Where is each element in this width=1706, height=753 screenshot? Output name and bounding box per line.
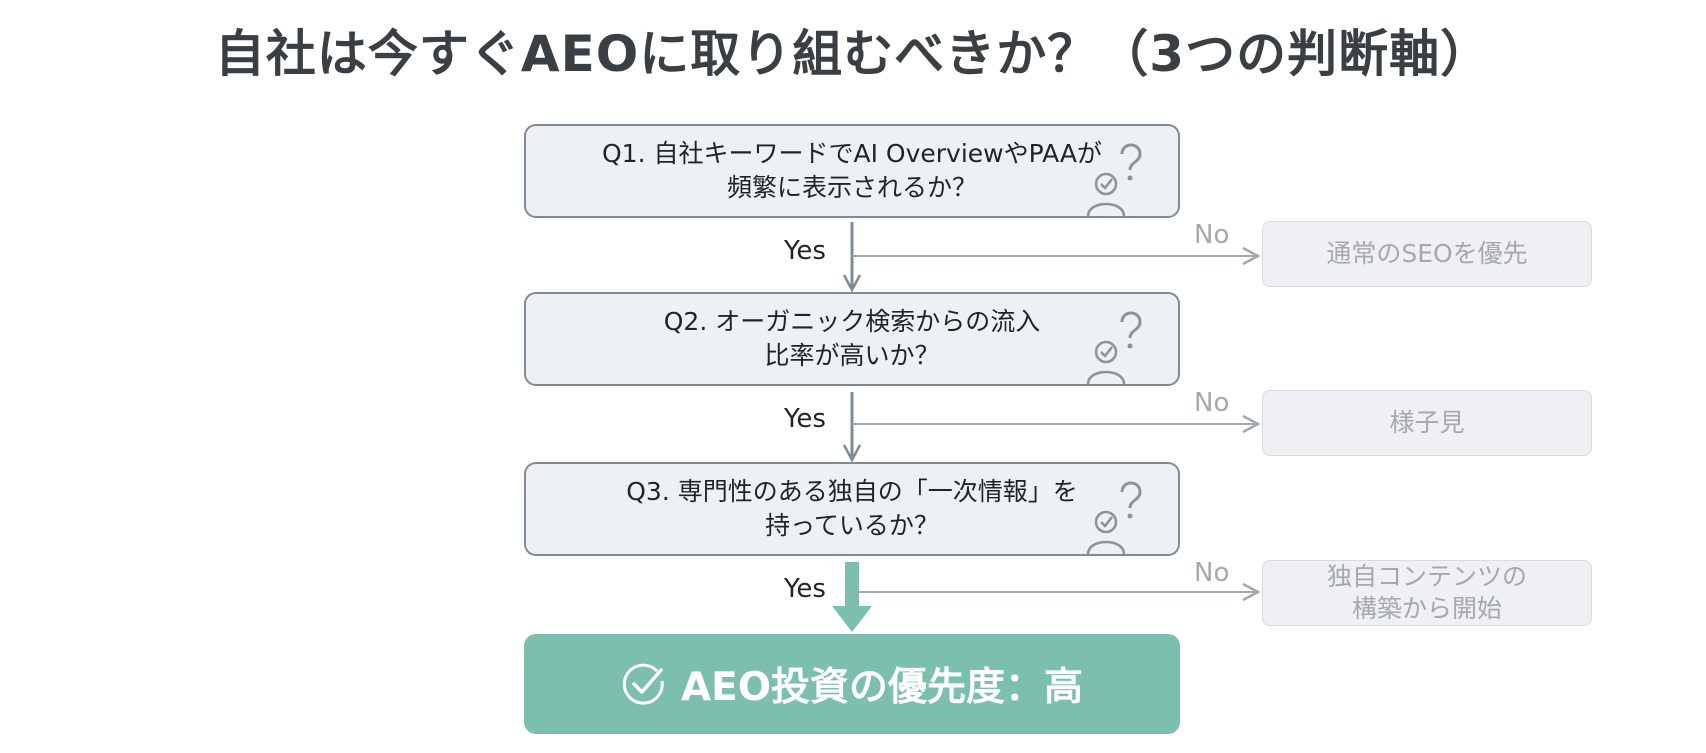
outcome-2-text: 様子見 (1389, 408, 1465, 437)
question-3-line2: 持っているか？ (765, 511, 939, 540)
question-box-q3: Q3. 専門性のある独自の「一次情報」を 持っているか？ (524, 462, 1180, 556)
outcome-box-2: 様子見 (1262, 390, 1592, 456)
check-question-person-icon (1086, 481, 1142, 554)
question-3-line1: Q3. 専門性のある独自の「一次情報」を (626, 477, 1078, 506)
no-label-2: No (1194, 388, 1230, 418)
final-result-text: AEO投資の優先度：高 (681, 665, 1083, 710)
no-label-1: No (1194, 220, 1230, 250)
question-box-q2: Q2. オーガニック検索からの流入 比率が高いか？ (524, 292, 1180, 386)
check-circle-icon (622, 663, 664, 705)
yes-label-1: Yes (784, 236, 826, 266)
outcome-box-3: 独自コンテンツの 構築から開始 (1262, 560, 1592, 626)
question-2-line2: 比率が高いか？ (764, 341, 940, 370)
question-box-q1: Q1. 自社キーワードでAI OverviewやPAAが 頻繁に表示されるか？ (524, 124, 1180, 218)
yes-label-2: Yes (784, 404, 826, 434)
question-2-line1: Q2. オーガニック検索からの流入 (663, 307, 1041, 336)
no-label-3: No (1194, 558, 1230, 588)
outcome-3-line1: 独自コンテンツの (1326, 562, 1527, 591)
arrow-q3-to-final-head (832, 606, 872, 632)
yes-label-3: Yes (784, 574, 826, 604)
question-1-line1: Q1. 自社キーワードでAI OverviewやPAAが (602, 139, 1102, 168)
outcome-box-1: 通常のSEOを優先 (1262, 221, 1592, 287)
check-question-person-icon (1086, 311, 1142, 384)
check-question-person-icon (1086, 143, 1142, 216)
arrow-q3-to-final-shaft (845, 562, 859, 610)
final-result-box: AEO投資の優先度：高 (524, 634, 1180, 734)
outcome-1-text: 通常のSEOを優先 (1326, 239, 1528, 268)
question-1-line2: 頻繁に表示されるか？ (726, 173, 977, 202)
page-title: 自社は今すぐAEOに取り組むべきか？（3つの判断軸） (214, 25, 1492, 83)
outcome-3-line2: 構築から開始 (1351, 594, 1502, 623)
